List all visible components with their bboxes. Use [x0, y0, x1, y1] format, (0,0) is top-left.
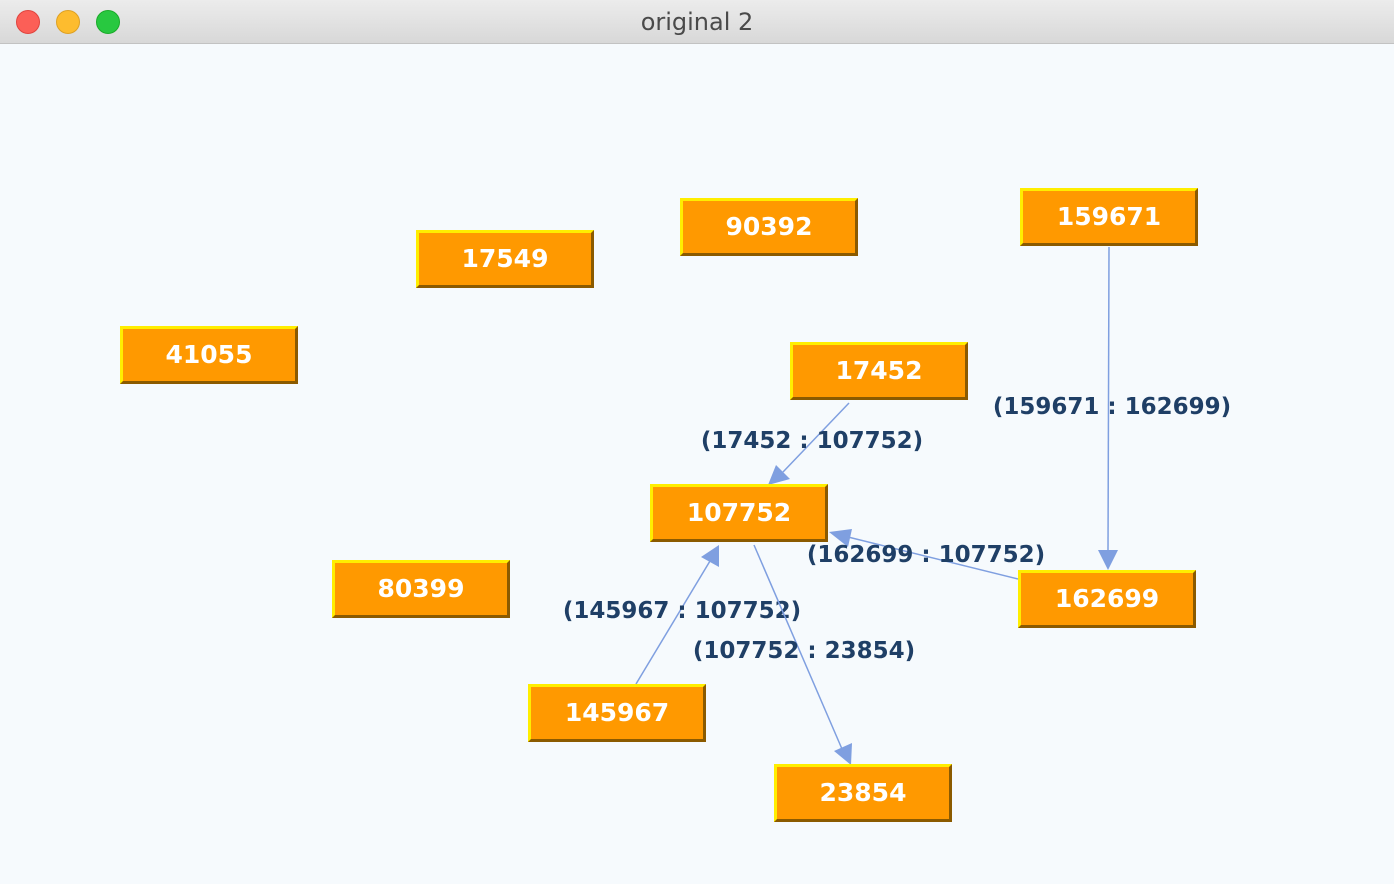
node-23854[interactable]: 23854	[774, 764, 952, 822]
edge-159671-162699[interactable]: (159671 : 162699)	[993, 246, 1231, 570]
node-107752[interactable]: 107752	[650, 484, 828, 542]
node-90392[interactable]: 90392	[680, 198, 858, 256]
zoom-window-button[interactable]	[96, 10, 120, 34]
edge-label-159671-162699: (159671 : 162699)	[993, 394, 1231, 420]
edge-label-17452-107752: (17452 : 107752)	[701, 428, 923, 454]
node-80399[interactable]: 80399	[332, 560, 510, 618]
edge-label-145967-107752: (145967 : 107752)	[563, 598, 801, 624]
title-bar[interactable]: original 2	[0, 0, 1394, 44]
node-162699[interactable]: 162699	[1018, 570, 1196, 628]
edge-107752-23854[interactable]: (107752 : 23854)	[693, 544, 915, 765]
edge-162699-107752[interactable]: (162699 : 107752)	[807, 529, 1045, 580]
edge-label-162699-107752: (162699 : 107752)	[807, 542, 1045, 568]
node-17452[interactable]: 17452	[790, 342, 968, 400]
edge-label-107752-23854: (107752 : 23854)	[693, 638, 915, 664]
edge-17452-107752[interactable]: (17452 : 107752)	[701, 402, 923, 485]
close-window-button[interactable]	[16, 10, 40, 34]
node-145967[interactable]: 145967	[528, 684, 706, 742]
node-17549[interactable]: 17549	[416, 230, 594, 288]
window-title: original 2	[640, 8, 754, 36]
minimize-window-button[interactable]	[56, 10, 80, 34]
node-41055[interactable]: 41055	[120, 326, 298, 384]
node-159671[interactable]: 159671	[1020, 188, 1198, 246]
edge-145967-107752[interactable]: (145967 : 107752)	[563, 545, 801, 685]
